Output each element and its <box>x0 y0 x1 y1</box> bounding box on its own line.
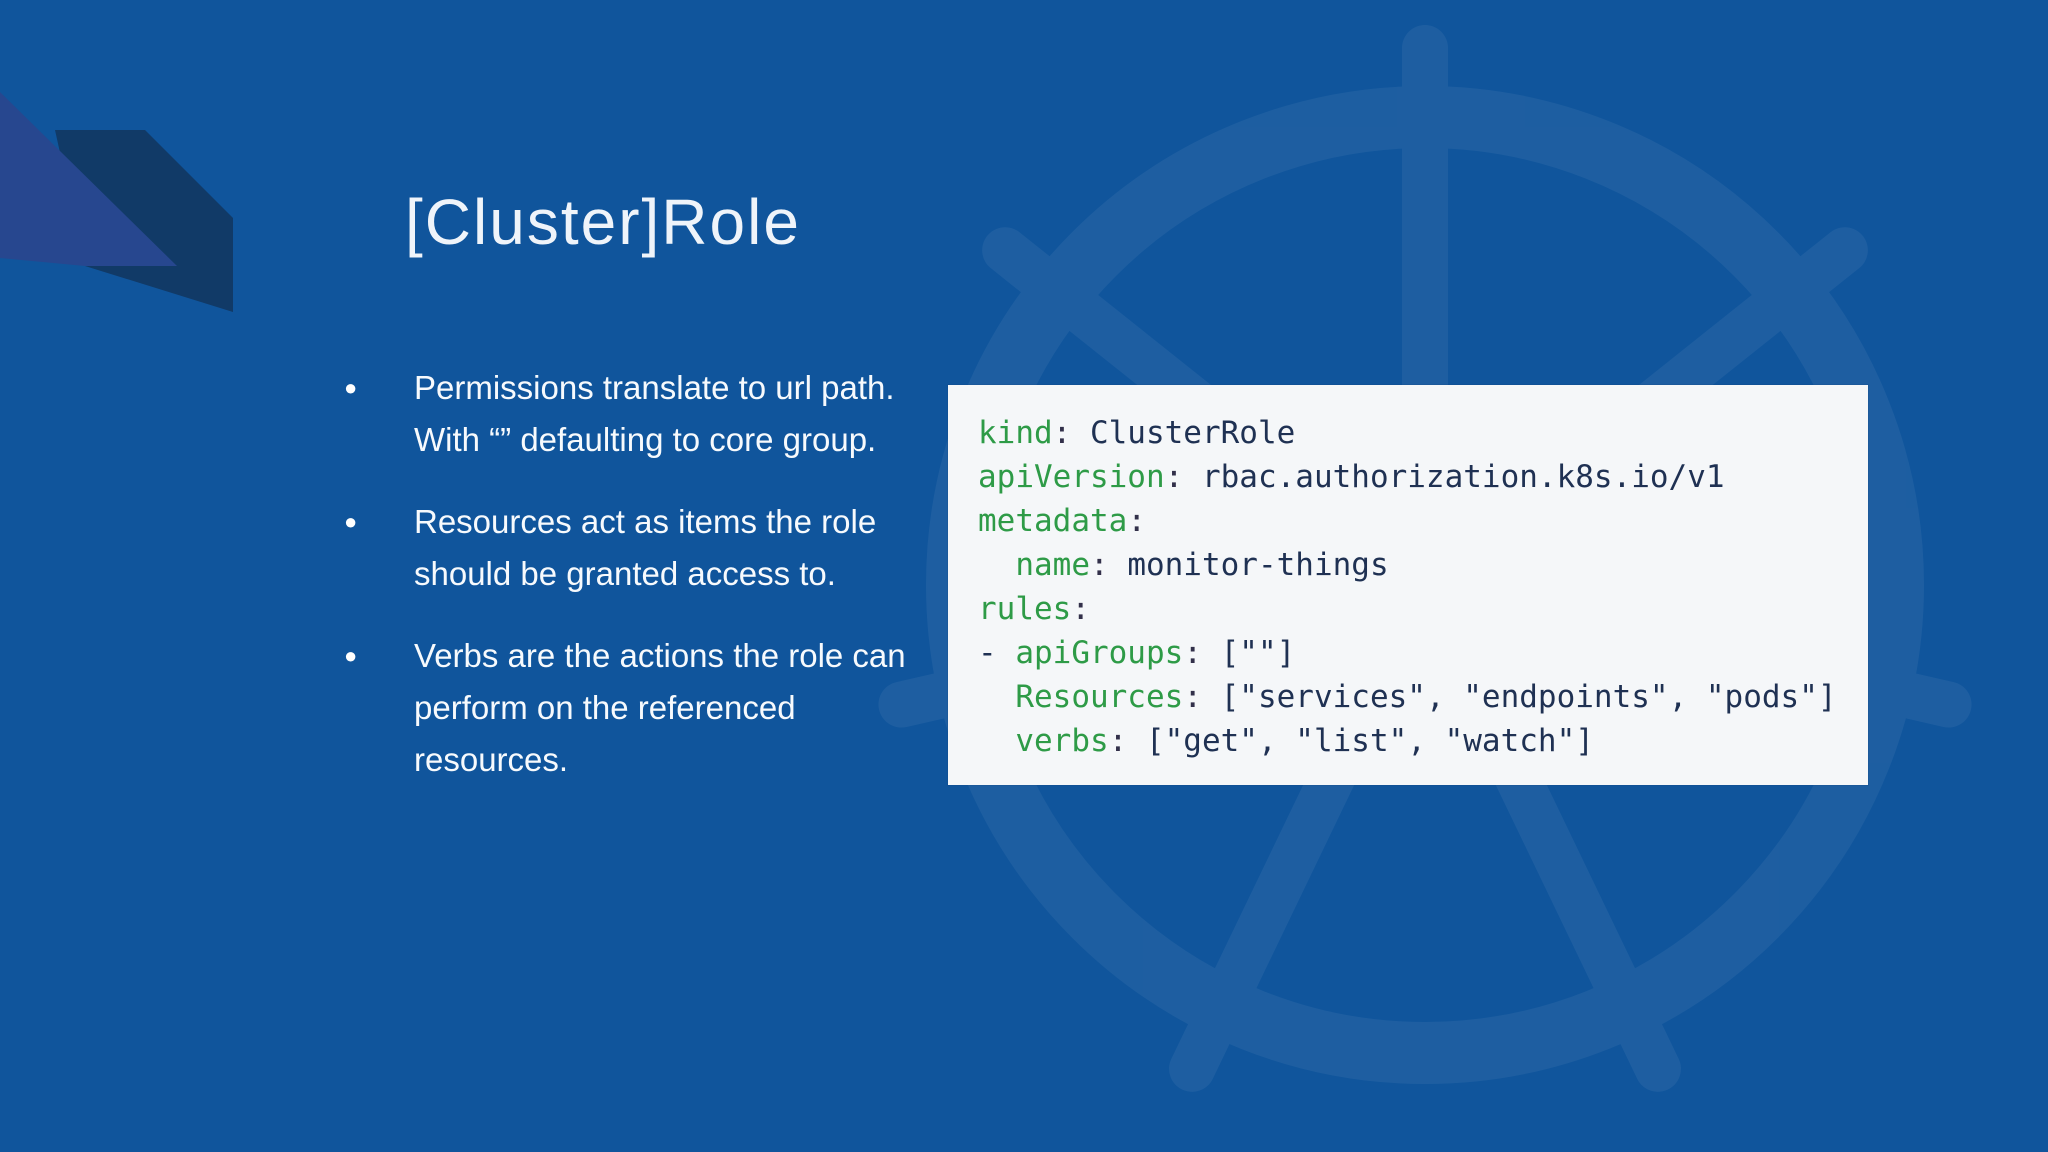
code-line: apiVersion: rbac.authorization.k8s.io/v1 <box>978 455 1868 499</box>
list-item: ● Resources act as items the role should … <box>344 496 944 600</box>
code-line: verbs: ["get", "list", "watch"] <box>978 719 1868 763</box>
code-token-punct: : <box>1183 679 1221 715</box>
code-line: metadata: <box>978 499 1868 543</box>
bullet-text: Resources act as items the role should b… <box>414 503 886 592</box>
code-token-value: [""] <box>1220 635 1296 671</box>
code-token-value <box>978 547 1015 583</box>
list-item: ● Permissions translate to url path. With… <box>344 362 944 466</box>
code-token-key: apiVersion <box>978 459 1165 495</box>
code-token-value <box>978 679 1015 715</box>
code-token-punct: : <box>1183 635 1221 671</box>
code-token-punct: : <box>1108 723 1146 759</box>
code-token-key: rules <box>978 591 1072 627</box>
code-token-value: - <box>978 635 1016 671</box>
ribbon-indigo-shape <box>0 92 177 266</box>
bullet-icon: ● <box>344 509 358 534</box>
code-token-punct: : <box>1127 503 1146 539</box>
code-line: Resources: ["services", "endpoints", "po… <box>978 675 1868 719</box>
bullet-list: ● Permissions translate to url path. With… <box>344 362 944 816</box>
code-line: - apiGroups: [""] <box>978 631 1868 675</box>
bullet-icon: ● <box>344 643 358 668</box>
bullet-icon: ● <box>344 375 358 400</box>
code-line: rules: <box>978 587 1868 631</box>
corner-ribbon-decoration <box>0 92 233 312</box>
code-token-value: rbac.authorization.k8s.io/v1 <box>1201 459 1725 495</box>
code-token-key: apiGroups <box>1015 635 1184 671</box>
code-line: kind: ClusterRole <box>978 411 1868 455</box>
list-item: ● Verbs are the actions the role can perf… <box>344 630 944 786</box>
page-title: [Cluster]Role <box>405 185 801 258</box>
code-token-value: ClusterRole <box>1089 415 1296 451</box>
code-token-value <box>978 723 1015 759</box>
code-token-key: Resources <box>1015 679 1184 715</box>
code-token-value: monitor-things <box>1127 547 1389 583</box>
code-token-value: ["services", "endpoints", "pods"] <box>1220 679 1837 715</box>
code-token-punct: : <box>1052 415 1090 451</box>
code-token-key: metadata <box>978 503 1128 539</box>
code-token-key: kind <box>978 415 1053 451</box>
code-token-punct: : <box>1071 591 1090 627</box>
code-token-punct: : <box>1089 547 1128 583</box>
ribbon-navy-shape <box>55 130 233 312</box>
code-token-key: name <box>1015 547 1090 583</box>
code-token-key: verbs <box>1015 723 1109 759</box>
bullet-text: Verbs are the actions the role can perfo… <box>414 637 915 778</box>
bullet-text: Permissions translate to url path. With … <box>414 369 913 458</box>
code-token-value: ["get", "list", "watch"] <box>1145 723 1594 759</box>
code-line: name: monitor-things <box>978 543 1868 587</box>
code-token-punct: : <box>1164 459 1202 495</box>
